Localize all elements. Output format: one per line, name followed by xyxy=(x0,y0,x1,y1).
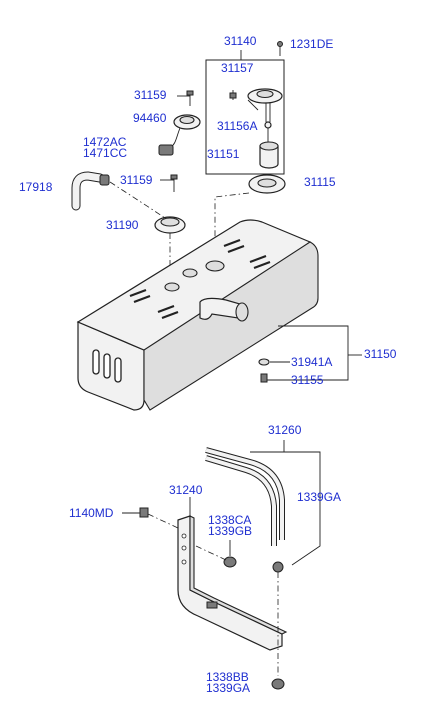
tank-bracket-31240 xyxy=(177,497,288,676)
label-1339GA-right[interactable]: 1339GA xyxy=(297,490,342,504)
label-1339GA-bottom[interactable]: 1339GA xyxy=(206,681,251,695)
label-31115[interactable]: 31115 xyxy=(304,175,336,189)
label-31941A[interactable]: 31941A xyxy=(291,355,333,369)
hose-17918 xyxy=(71,171,166,219)
bolt-1140MD xyxy=(122,507,179,529)
nut-1338BB xyxy=(271,678,285,690)
label-31190[interactable]: 31190 xyxy=(106,218,139,232)
screw-1231DE xyxy=(277,41,283,56)
label-31260[interactable]: 31260 xyxy=(268,423,302,437)
bolt-31155 xyxy=(260,373,290,383)
label-1339GB[interactable]: 1339GB xyxy=(208,524,253,538)
hose-clamp xyxy=(99,174,110,186)
label-31156A[interactable]: 31156A xyxy=(217,119,258,133)
label-31151[interactable]: 31151 xyxy=(207,147,240,161)
fuel-pump-group xyxy=(205,50,285,175)
screw-31159-upper xyxy=(177,90,194,106)
label-1231DE[interactable]: 1231DE xyxy=(290,37,334,51)
label-31150[interactable]: 31150 xyxy=(364,347,397,361)
fuel-tank-31150 xyxy=(76,219,362,411)
fuel-filter-31151 xyxy=(259,128,279,169)
label-31159-lower[interactable]: 31159 xyxy=(120,173,153,187)
fuel-sender-94460 xyxy=(158,114,201,156)
label-1338BB[interactable]: 1338BB xyxy=(206,670,249,684)
screw-31157 xyxy=(229,90,237,100)
label-1472AC[interactable]: 1472AC xyxy=(83,135,127,149)
label-31140[interactable]: 31140 xyxy=(224,34,257,48)
label-1140MD[interactable]: 1140MD xyxy=(69,506,114,520)
drain-plug-31941A xyxy=(258,358,290,366)
label-1338CA[interactable]: 1338CA xyxy=(208,513,252,527)
label-94460[interactable]: 94460 xyxy=(133,111,167,125)
label-31155[interactable]: 31155 xyxy=(291,373,324,387)
label-1471CC[interactable]: 1471CC xyxy=(83,146,128,160)
nut-1338CA xyxy=(195,540,237,568)
screw-31159-lower xyxy=(160,174,178,192)
label-31157[interactable]: 31157 xyxy=(221,61,254,75)
label-31240[interactable]: 31240 xyxy=(169,483,203,497)
pump-plate-31156A xyxy=(247,88,283,129)
label-17918[interactable]: 17918 xyxy=(19,180,53,194)
tank-strap-31260 xyxy=(205,440,321,573)
label-31159-upper[interactable]: 31159 xyxy=(134,88,167,102)
